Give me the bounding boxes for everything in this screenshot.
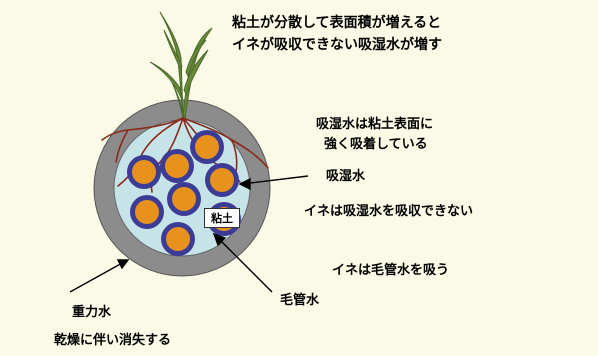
rice-plant-icon xyxy=(149,11,213,120)
pointer-lines xyxy=(69,175,309,293)
gravity-note-label: 乾燥に伴い消失する xyxy=(54,333,172,348)
clay-particle xyxy=(190,130,224,164)
clay-particle xyxy=(127,155,161,189)
clay-particle xyxy=(167,182,201,216)
header-line-1: 粘土が分散して表面積が増えると xyxy=(232,15,442,31)
clay-particle xyxy=(161,222,195,256)
hygro-note-line-1: 吸湿水は粘土表面に xyxy=(316,117,434,132)
clay-particle xyxy=(130,195,164,229)
clay-particle xyxy=(205,163,239,197)
rice-cannot-absorb-label: イネは吸湿水を吸収できない xyxy=(304,204,474,219)
gravity-water-pointer xyxy=(69,261,125,293)
capillary-water-label: 毛管水 xyxy=(280,293,320,308)
header-line-2: イネが吸収できない吸湿水が増す xyxy=(232,37,442,53)
gravity-water-label: 重力水 xyxy=(72,305,112,320)
capillary-water-pointer xyxy=(217,237,273,293)
hygro-note-line-2: 強く吸着している xyxy=(324,137,428,152)
clay-particle xyxy=(160,149,194,183)
rice-absorbs-capillary-label: イネは毛管水を吸う xyxy=(332,263,450,278)
clay-label: 粘土 xyxy=(204,208,240,228)
hygro-water-label: 吸湿水 xyxy=(326,169,366,184)
hygro-water-pointer xyxy=(241,175,309,185)
